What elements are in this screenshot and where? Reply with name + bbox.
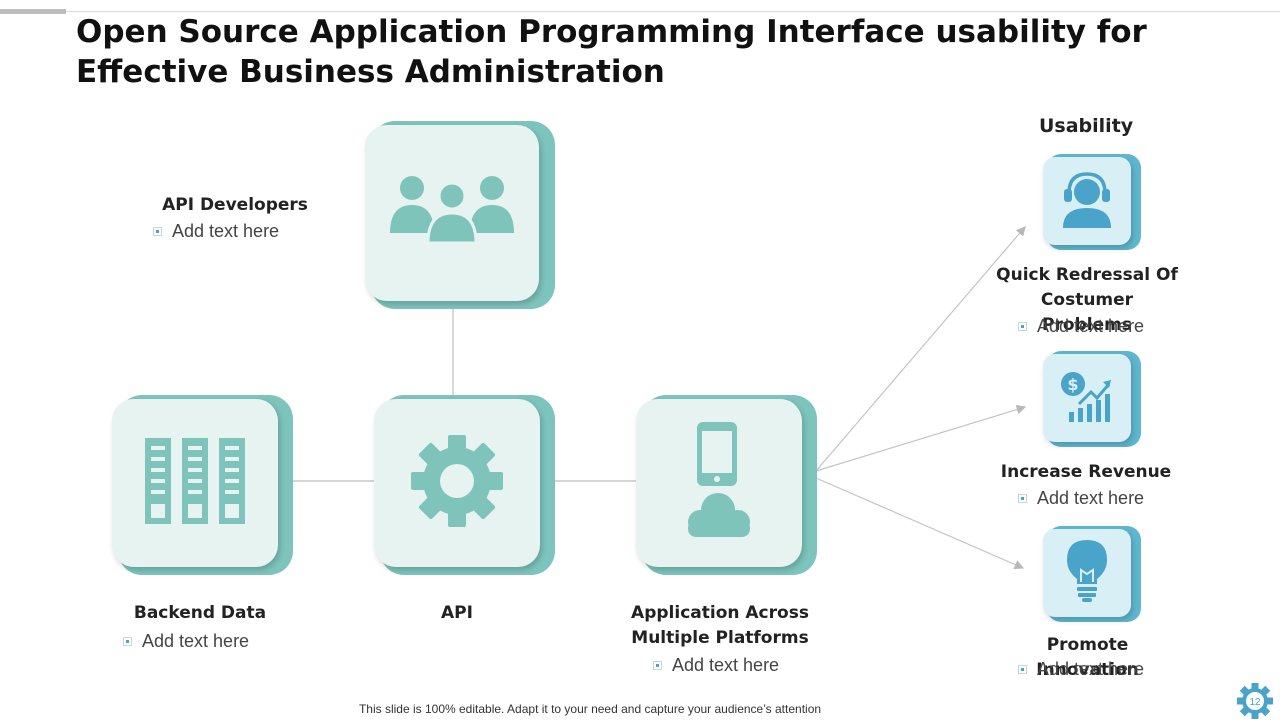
top-rule — [0, 11, 1280, 12]
revenue-text: Add text here — [1018, 488, 1144, 509]
gear-icon: 12 — [1237, 683, 1273, 719]
api-label: API — [441, 603, 473, 623]
gear-icon — [409, 433, 505, 534]
redressal-label: Quick Redressal Of Costumer Problems — [996, 265, 1178, 335]
lightbulb-icon — [1067, 539, 1107, 607]
arrow-to-innovation — [815, 477, 1025, 570]
bullet-icon — [123, 637, 132, 646]
bullet-icon — [153, 227, 162, 236]
bullet-icon — [1018, 665, 1027, 674]
bullet-icon — [1018, 322, 1027, 331]
developers-text: Add text here — [153, 221, 279, 242]
arrow-to-redressal — [815, 226, 1026, 472]
backend-tile — [112, 395, 293, 575]
developers-label: API Developers — [162, 195, 308, 215]
page-number: 12 — [1249, 697, 1261, 708]
usability-heading: Usability — [1039, 115, 1134, 137]
backend-text: Add text here — [123, 631, 249, 652]
people-group-icon — [390, 175, 514, 252]
developers-tile — [365, 121, 555, 309]
svg-text:$: $ — [1067, 375, 1078, 394]
redressal-tile — [1043, 154, 1141, 250]
headset-agent-icon — [1059, 170, 1115, 233]
platforms-tile — [636, 395, 817, 575]
platforms-text: Add text here — [653, 655, 779, 676]
slide-title: Open Source Application Programming Inte… — [76, 14, 1147, 90]
api-tile — [374, 395, 555, 575]
arrow-to-revenue — [815, 404, 1027, 472]
revenue-label: Increase Revenue — [1000, 462, 1172, 482]
revenue-tile: $ — [1043, 351, 1141, 447]
redressal-text: Add text here — [1018, 316, 1144, 337]
backend-label: Backend Data — [133, 603, 267, 623]
mobile-cloud-icon — [684, 421, 754, 545]
innovation-label: Promote Innovation — [1036, 635, 1139, 680]
server-rack-icon — [145, 437, 245, 529]
footer-note: This slide is 100% editable. Adapt it to… — [358, 702, 822, 716]
innovation-tile — [1043, 526, 1141, 622]
platforms-label: Application Across Multiple Platforms — [631, 603, 809, 648]
bullet-icon — [1018, 494, 1027, 503]
page-number-badge: 12 — [1237, 683, 1273, 719]
innovation-text: Add text here — [1018, 659, 1144, 680]
revenue-growth-icon: $ — [1059, 370, 1115, 427]
bullet-icon — [653, 661, 662, 670]
top-accent-bar — [0, 9, 66, 14]
